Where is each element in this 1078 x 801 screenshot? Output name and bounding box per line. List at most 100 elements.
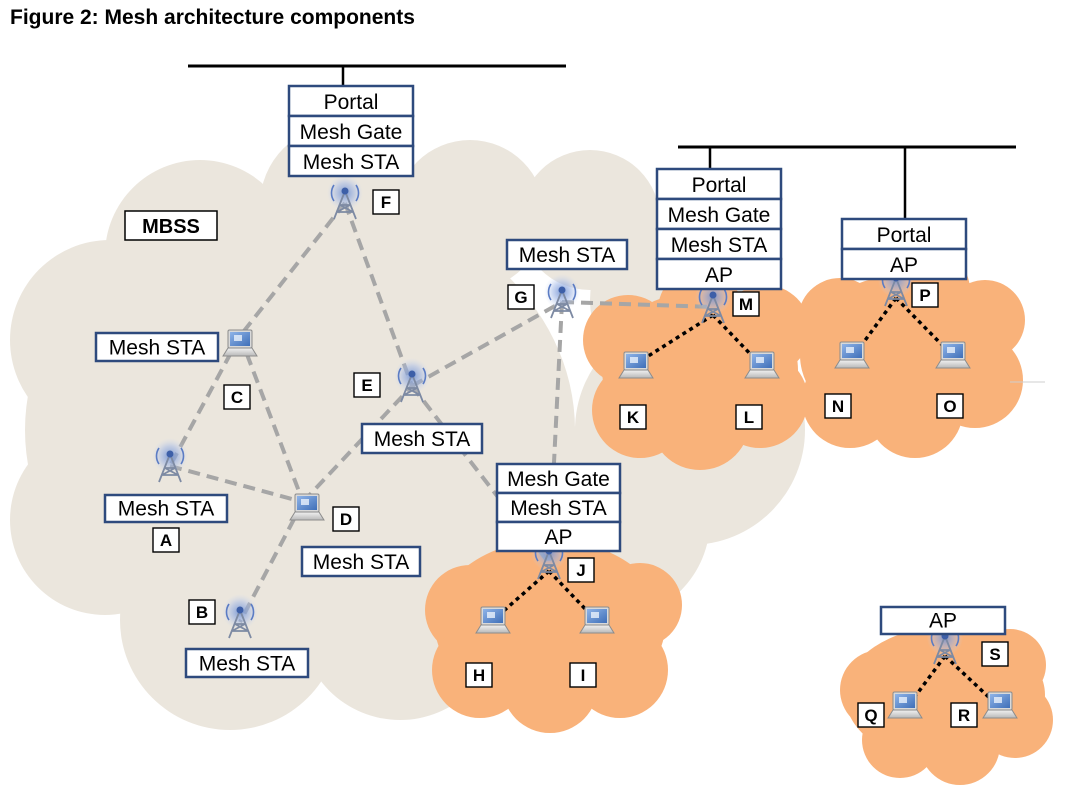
mbss-label: MBSS [142,216,200,238]
node-label-d: D [332,506,360,532]
role-stack-a: Mesh STA [103,493,229,524]
node-label-m: M [732,291,760,317]
node-n-laptop-icon [834,341,870,369]
role-label-portal: Portal [877,224,932,247]
node-letter-b: B [196,603,208,622]
node-letter-o: O [943,397,956,416]
node-letter-a: A [160,531,172,550]
role-label-ap: AP [929,610,957,633]
node-c-laptop-icon [222,329,258,357]
mesh-link-c-d [238,335,305,503]
node-a-tower-icon [152,438,188,483]
node-k-laptop-icon [618,351,654,379]
bss-link-j-h [497,569,551,617]
node-label-c: C [223,384,251,410]
node-letter-s: S [989,645,1000,664]
bss-link-s-r [943,654,996,704]
node-letter-j: J [576,561,585,580]
node-f-tower-icon [327,175,363,220]
node-letter-c: C [231,388,243,407]
mbss-label-box [124,210,218,241]
role-label-mesh-gate: Mesh Gate [668,204,771,227]
figure-title: Figure 2: Mesh architecture components [10,6,415,29]
mesh-link-d-e [301,384,414,504]
node-letter-e: E [361,376,372,395]
node-letter-r: R [958,706,970,725]
node-letter-l: L [744,408,754,427]
node-letter-f: F [381,193,391,212]
role-label-ap: AP [705,264,733,287]
role-stack-s: AP [879,605,1007,636]
bss-link-j-i [547,569,593,617]
mesh-link-f-e [343,202,414,387]
mesh-link-g-m [561,300,714,309]
node-e-tower-icon [394,358,430,403]
role-label-mesh-sta: Mesh STA [118,498,214,521]
role-label-mesh-sta: Mesh STA [199,652,295,675]
role-stack-e: Mesh STA [360,422,484,455]
node-label-n: N [824,393,852,419]
node-l-laptop-icon [744,351,780,379]
node-b-tower-icon [222,594,258,639]
mesh-link-e-g [411,300,563,388]
mesh-link-a-d [169,464,304,504]
role-label-mesh-sta: Mesh STA [510,497,606,520]
node-letter-i: I [581,666,586,685]
role-stack-d: Mesh STA [300,545,422,578]
node-label-e: E [353,372,381,398]
role-label-portal: Portal [324,91,379,114]
node-q-laptop-icon [887,691,923,719]
role-stack-c: Mesh STA [94,331,220,363]
node-r-laptop-icon [982,691,1018,719]
role-label-ap: AP [890,254,918,277]
node-label-s: S [981,641,1009,667]
node-d-laptop-icon [289,493,325,521]
node-i-laptop-icon [579,606,615,634]
node-h-laptop-icon [475,606,511,634]
node-letter-q: Q [864,706,877,725]
role-label-mesh-sta: Mesh STA [671,234,767,257]
role-label-mesh-gate: Mesh Gate [300,121,403,144]
role-label-mesh-sta: Mesh STA [374,428,470,451]
role-label-mesh-sta: Mesh STA [109,336,205,359]
node-letter-h: H [473,666,485,685]
node-letter-k: K [627,408,640,427]
role-label-mesh-sta: Mesh STA [303,151,399,174]
node-label-p: P [911,282,939,308]
role-stack-g: Mesh STA [505,238,629,271]
node-label-f: F [372,189,400,215]
role-label-mesh-gate: Mesh Gate [507,468,610,491]
bss-link-m-k [641,313,714,362]
node-letter-g: G [514,288,527,307]
node-label-b: B [188,599,216,625]
node-letter-m: M [739,295,753,314]
node-label-r: R [950,702,978,728]
role-stack-b: Mesh STA [184,647,310,679]
node-o-laptop-icon [935,341,971,369]
node-label-q: Q [857,702,885,728]
role-label-ap: AP [544,526,572,549]
mesh-link-d-b [238,501,305,623]
role-label-mesh-sta: Mesh STA [313,551,409,574]
node-label-k: K [619,404,647,430]
role-label-mesh-sta: Mesh STA [519,244,615,267]
node-label-g: G [507,284,535,310]
node-letter-p: P [919,286,930,305]
node-letter-d: D [340,510,352,529]
node-label-o: O [936,393,964,419]
role-label-portal: Portal [692,174,747,197]
node-g-tower-icon [544,274,580,319]
node-label-j: J [567,557,595,583]
node-label-i: I [569,662,597,688]
node-label-a: A [152,527,180,553]
mesh-link-f-c [238,201,347,338]
bss-link-m-l [711,313,758,362]
bss-link-p-n [856,296,898,352]
node-letter-n: N [832,397,844,416]
bss-link-s-q [909,654,947,704]
